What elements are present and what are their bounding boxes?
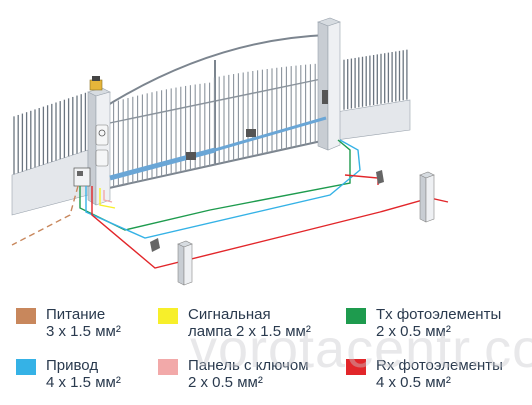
- power-label: Питание: [46, 306, 106, 323]
- tx-spec: 2 x 0.5 мм²: [376, 323, 451, 340]
- keypanel-swatch: [158, 359, 178, 375]
- photocell-post-right: [419, 171, 435, 223]
- rx-spec: 4 x 0.5 мм²: [376, 374, 451, 391]
- fence-wall: [11, 99, 411, 216]
- control-box: [73, 167, 91, 187]
- lamp-label: Сигнальная: [188, 306, 271, 323]
- drive-swatch: [16, 359, 36, 375]
- gate-installation-scene: [11, 17, 449, 286]
- key-panel: [95, 124, 109, 167]
- power-spec: 3 x 1.5 мм²: [46, 323, 121, 340]
- keypanel-label: Панель с ключом: [188, 357, 309, 374]
- lamp-swatch: [158, 308, 178, 324]
- photocell-tx: [322, 90, 328, 104]
- left-pillar: [87, 76, 111, 206]
- photocell-post-left: [177, 240, 193, 286]
- signal-lamp: [89, 79, 103, 91]
- sliding-gate: [99, 34, 327, 191]
- rx-swatch: [346, 359, 366, 375]
- gate-drive: [109, 116, 327, 181]
- drive-spec: 4 x 1.5 мм²: [46, 374, 121, 391]
- right-fence-bars: [343, 49, 408, 110]
- watermark: vorotacentr.com: [190, 319, 532, 379]
- keypanel-spec: 2 x 0.5 мм²: [188, 374, 263, 391]
- power-swatch: [16, 308, 36, 324]
- rx-label: Rx фотоэлементы: [376, 357, 503, 374]
- lamp-spec: лампа 2 x 1.5 мм²: [188, 323, 311, 340]
- tx-swatch: [346, 308, 366, 324]
- tx-label: Tx фотоэлементы: [376, 306, 502, 323]
- gate-stoppers: [150, 170, 384, 252]
- right-pillar: [317, 17, 341, 151]
- left-fence-bars: [13, 92, 87, 175]
- drive-label: Привод: [46, 357, 99, 374]
